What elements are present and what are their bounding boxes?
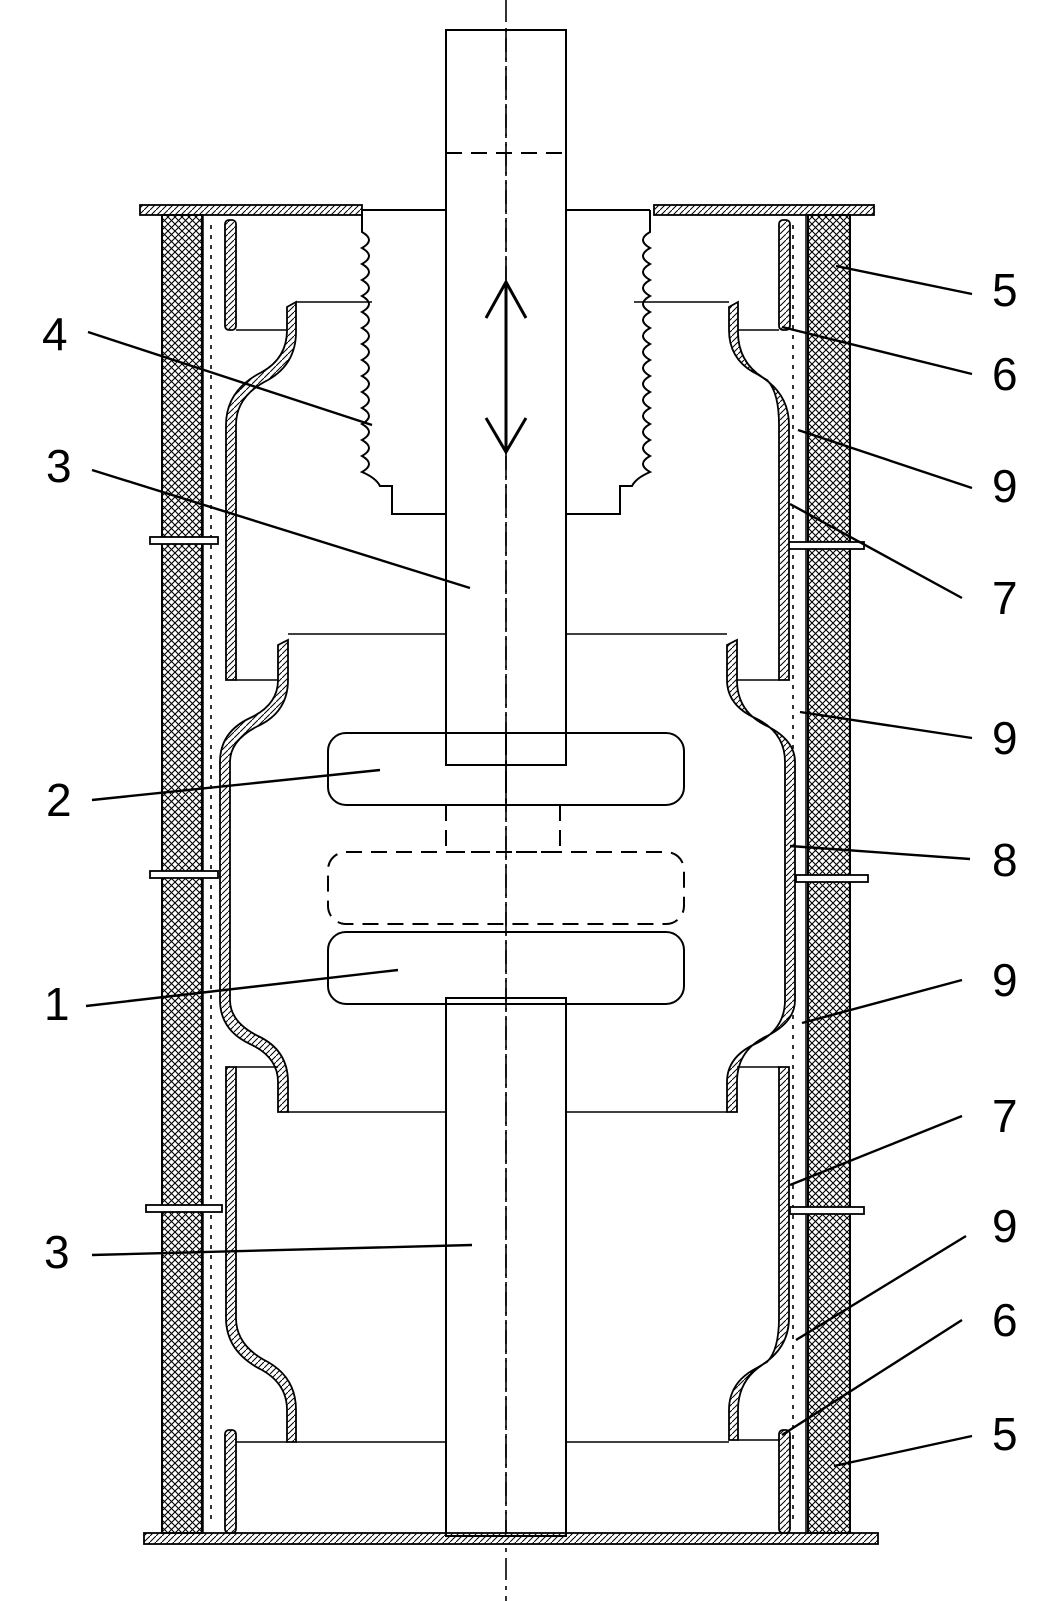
top-end-plate-right	[653, 204, 875, 216]
lower-shield-right	[728, 1066, 790, 1441]
bottom-end-shield-right	[778, 1429, 791, 1534]
upper-shield-left	[225, 300, 297, 681]
leader-line-9-fourth	[795, 1234, 967, 1342]
bellows-left	[359, 210, 446, 515]
leader-line-1	[85, 968, 399, 1008]
leader-line-6-bottom	[781, 1318, 963, 1437]
leader-line-4	[87, 330, 373, 427]
leader-line-3-lower	[91, 1243, 473, 1257]
bellows-right	[566, 210, 653, 515]
top-end-shield-right	[778, 219, 791, 331]
top-end-shield-left	[224, 219, 237, 331]
stem-open-position-left	[445, 805, 506, 853]
bottom-end-shield-left	[224, 1429, 237, 1534]
bottom-collar-line-right	[566, 1439, 779, 1443]
top-end-plate-left	[139, 204, 363, 216]
stem-open-position-right	[506, 805, 561, 853]
bottom-end-plate	[143, 1532, 879, 1545]
callout-label-6-top: 6	[992, 348, 1018, 400]
callout-label-7-upper: 7	[992, 572, 1018, 624]
leader-line-9-third	[801, 978, 963, 1025]
leader-line-9-first	[797, 428, 973, 490]
mid-upper-line-right	[566, 633, 779, 681]
callout-label-1: 1	[44, 978, 70, 1030]
callout-label-2: 2	[46, 774, 72, 826]
leader-line-5-top	[835, 264, 973, 296]
leader-line-7-lower	[789, 1114, 963, 1187]
leader-line-6-top	[781, 325, 973, 376]
mid-upper-line-left	[236, 633, 446, 681]
central-shield-right	[726, 638, 796, 1113]
support-pin-right-upper	[787, 541, 865, 550]
leader-line-5-bottom	[833, 1434, 973, 1468]
callout-label-9-fourth: 9	[992, 1200, 1018, 1252]
leader-line-8	[789, 844, 971, 861]
callout-label-3-upper: 3	[46, 440, 72, 492]
callout-label-3-lower: 3	[44, 1226, 70, 1278]
lower-shield-left	[225, 1066, 297, 1443]
callout-label-9-third: 9	[992, 954, 1018, 1006]
double-headed-arrow-icon	[484, 278, 528, 455]
leader-line-2	[91, 768, 381, 802]
support-pin-left-middle	[149, 870, 219, 879]
leader-line-7-upper	[789, 502, 963, 600]
leader-line-3-upper	[91, 468, 471, 590]
insulating-envelope-right-wall	[807, 214, 851, 1534]
callout-label-9-second: 9	[992, 712, 1018, 764]
support-pin-right-middle	[795, 874, 869, 883]
central-shield-left	[219, 638, 289, 1113]
mid-lower-line-left	[236, 1066, 446, 1113]
callout-label-7-lower: 7	[992, 1090, 1018, 1142]
support-pin-right-lower	[789, 1206, 865, 1215]
upper-shield-right	[728, 300, 790, 681]
callout-label-5-top: 5	[992, 264, 1018, 316]
callout-label-8: 8	[992, 834, 1018, 886]
callout-label-5-bottom: 5	[992, 1408, 1018, 1460]
mid-lower-line-right	[566, 1066, 779, 1113]
callout-label-4: 4	[42, 308, 68, 360]
callout-label-6-bottom: 6	[992, 1294, 1018, 1346]
support-pin-left-upper	[149, 536, 219, 545]
leader-line-9-second	[799, 710, 973, 740]
callout-label-9-first: 9	[992, 460, 1018, 512]
support-pin-left-lower	[145, 1204, 223, 1213]
